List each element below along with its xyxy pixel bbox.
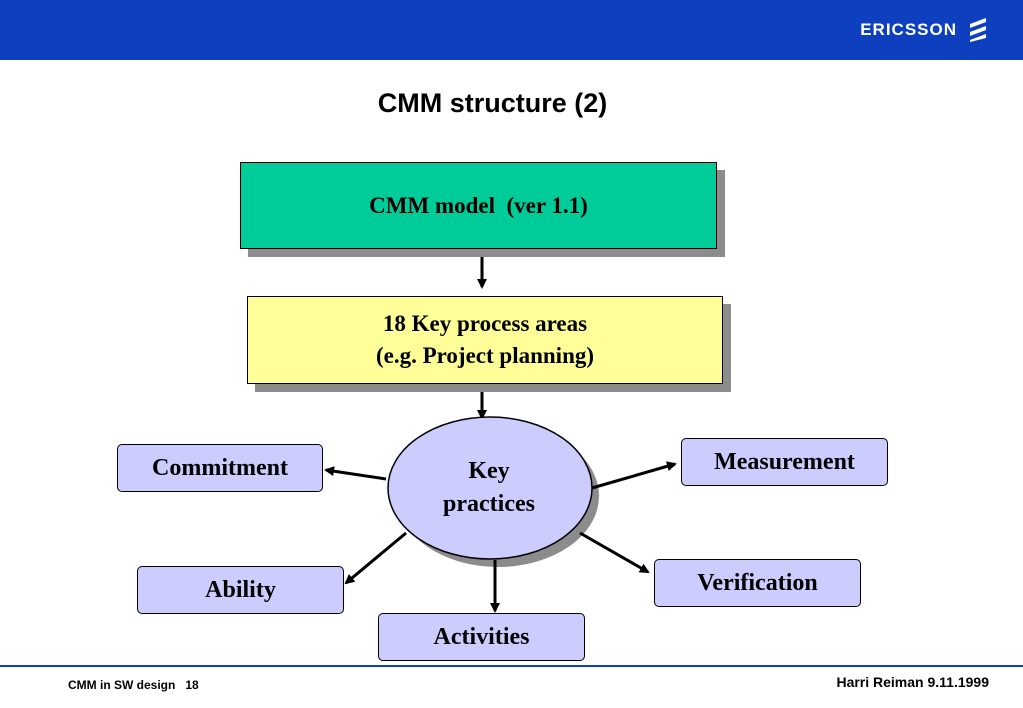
measurement-label: Measurement — [714, 448, 855, 475]
kpa-line-1: 18 Key process areas — [382, 311, 588, 336]
footer-course: CMM in SW design — [68, 678, 176, 692]
page-title: CMM structure (2) — [377, 88, 608, 118]
commitment-box: Commitment — [117, 444, 323, 492]
ability-box: Ability — [137, 566, 344, 614]
ericsson-logo: ERICSSON — [860, 17, 989, 43]
page-number: 18 — [185, 678, 199, 692]
logo-text: ERICSSON — [860, 20, 957, 39]
center-ellipse — [387, 416, 593, 560]
arrow-to-measurement — [591, 461, 677, 490]
ericsson-symbol-icon — [970, 18, 986, 42]
key-process-areas-box: 18 Key process areas (e.g. Project plann… — [247, 296, 723, 384]
key-practices-label: Key practices — [400, 450, 578, 526]
footer-divider — [0, 665, 1023, 667]
cmm-model-label: CMM model (ver 1.1) — [369, 192, 588, 218]
arrow-to-verification — [579, 531, 650, 574]
key-practices-line-1: Key — [468, 458, 510, 484]
arrow-to-ability — [344, 531, 407, 585]
measurement-box: Measurement — [681, 438, 888, 486]
kpa-line-2: (e.g. Project planning) — [375, 343, 595, 368]
verification-box: Verification — [654, 559, 861, 607]
header-bar: ERICSSON — [0, 0, 1023, 60]
activities-box: Activities — [378, 613, 585, 661]
commitment-label: Commitment — [152, 454, 288, 481]
cmm-model-box: CMM model (ver 1.1) — [240, 162, 717, 249]
key-practices-line-2: practices — [443, 491, 535, 517]
activities-label: Activities — [433, 623, 530, 650]
arrow-to-commitment — [324, 466, 387, 481]
footer-author-date: Harri Reiman 9.11.1999 — [836, 674, 989, 690]
verification-label: Verification — [697, 569, 818, 596]
ability-label: Ability — [205, 576, 276, 603]
footer-left: CMM in SW design 18 — [68, 678, 199, 692]
